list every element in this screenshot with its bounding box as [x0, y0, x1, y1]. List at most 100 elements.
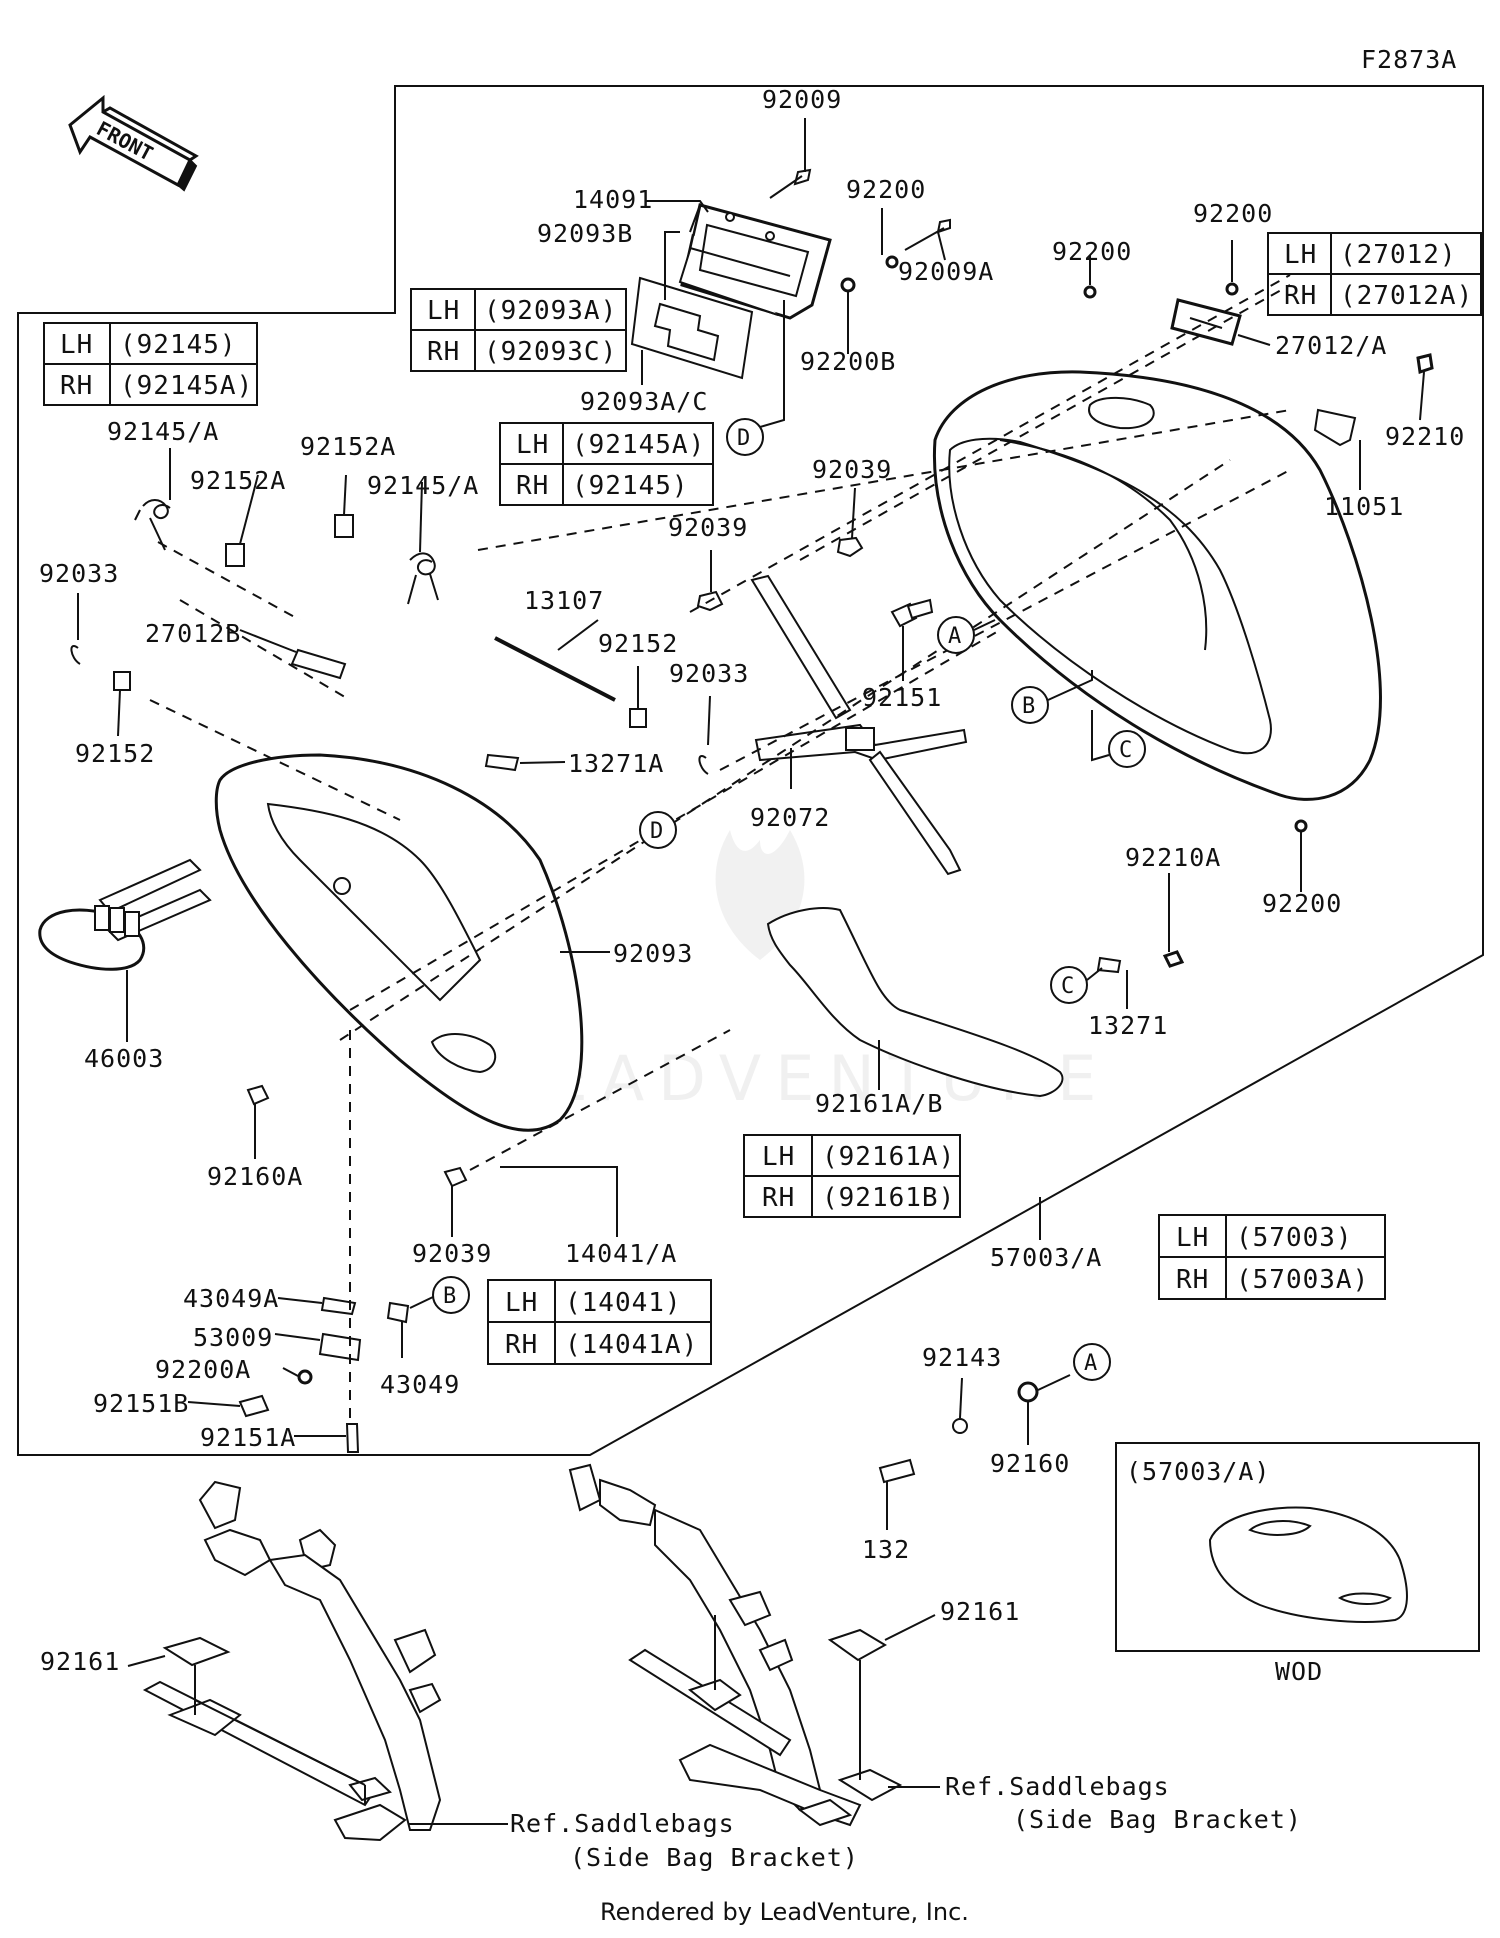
svg-text:(57003): (57003) — [1236, 1223, 1353, 1253]
washer-92143 — [952, 1418, 968, 1434]
nut-92210 — [1416, 353, 1434, 374]
label-57003A: 57003/A — [990, 1243, 1102, 1272]
ref-label-left-line1: Ref.Saddlebags — [510, 1809, 735, 1838]
clip-92033-right — [698, 755, 709, 775]
label-92151B: 92151B — [93, 1389, 189, 1418]
side-bag-bracket-right — [568, 1463, 903, 1827]
svg-text:A: A — [1084, 1351, 1097, 1376]
label-92009: 92009 — [762, 85, 842, 114]
label-92145A-2: 92145/A — [367, 471, 479, 500]
table-57003: LH (57003) RH (57003A) — [1158, 1214, 1386, 1300]
svg-text:B: B — [443, 1284, 456, 1309]
label-43049A: 43049A — [183, 1284, 279, 1313]
label-14091: 14091 — [573, 185, 653, 214]
label-92200-b: 92200 — [1052, 237, 1132, 266]
label-92210A: 92210A — [1125, 843, 1221, 872]
label-13271: 13271 — [1088, 1011, 1168, 1040]
label-92151: 92151 — [862, 683, 942, 712]
washer-92200-b — [1083, 285, 1097, 299]
svg-text:RH: RH — [427, 337, 460, 367]
table-92161: LH (92161A) RH (92161B) — [743, 1134, 961, 1218]
label-92160: 92160 — [990, 1449, 1070, 1478]
svg-text:(27012A): (27012A) — [1340, 281, 1473, 311]
svg-text:B: B — [1022, 694, 1035, 719]
saddlebag-lid-left — [214, 753, 584, 1132]
assembly-lines — [149, 274, 1291, 1420]
table-27012: LH (27012) RH (27012A) — [1267, 232, 1482, 316]
clip-92033-left — [70, 645, 81, 665]
label-92145A-1: 92145/A — [107, 417, 219, 446]
svg-text:(92093C): (92093C) — [484, 337, 617, 367]
table-92145: LH (92145) RH (92145A) — [43, 322, 258, 406]
label-92210: 92210 — [1385, 422, 1465, 451]
ref-label-right-line1: Ref.Saddlebags — [945, 1772, 1170, 1801]
label-13271A: 13271A — [568, 749, 664, 778]
label-92093AC: 92093A/C — [580, 387, 708, 416]
pin-92160A — [246, 1084, 270, 1106]
ref-label-left-line2: (Side Bag Bracket) — [570, 1843, 859, 1872]
label-92039-2: 92039 — [668, 513, 748, 542]
washer-92200-d — [1294, 819, 1308, 833]
callout-C-mid: C — [1050, 966, 1103, 1004]
latch-27012B — [290, 648, 347, 680]
clip-13271 — [1096, 956, 1122, 974]
svg-text:RH: RH — [60, 371, 93, 401]
label-43049: 43049 — [380, 1370, 460, 1399]
svg-text:(92161B): (92161B) — [822, 1183, 955, 1213]
washer-92200A — [297, 1369, 313, 1385]
svg-text:(92145A): (92145A) — [120, 371, 253, 401]
svg-text:D: D — [737, 426, 750, 451]
hinge-46003 — [38, 858, 212, 971]
label-92152A-1: 92152A — [190, 466, 286, 495]
leader-lines — [77, 118, 1425, 1530]
bracket-14091 — [678, 203, 832, 320]
table-92093: LH (92093A) RH (92093C) — [410, 288, 627, 372]
callout-B-lower: B — [432, 1276, 470, 1314]
collar-92152A-2 — [334, 514, 354, 538]
pad-92161A-B — [766, 907, 1064, 1098]
svg-text:LH: LH — [505, 1288, 538, 1318]
washer-92200B — [840, 277, 856, 293]
label-11051: 11051 — [1324, 492, 1404, 521]
screw-92009 — [769, 168, 812, 199]
spring-92145A-left — [134, 499, 171, 551]
rod-13107 — [494, 636, 616, 702]
label-27012A: 27012/A — [1275, 331, 1387, 360]
saddlebag-case-right — [932, 370, 1382, 801]
label-92072: 92072 — [750, 803, 830, 832]
bolt-92151B — [238, 1394, 270, 1418]
plate-11051 — [1313, 408, 1357, 447]
svg-text:(92145): (92145) — [572, 471, 689, 501]
callout-D-mid: D — [639, 811, 677, 849]
ref-label-right-line2: (Side Bag Bracket) — [1013, 1805, 1302, 1834]
label-92161-2: 92161 — [940, 1597, 1020, 1626]
bracket-53009 — [318, 1332, 362, 1362]
label-92160A: 92160A — [207, 1162, 303, 1191]
label-92161AB: 92161A/B — [815, 1089, 943, 1118]
bolt-92151 — [890, 598, 934, 628]
callout-A-upper: A — [937, 616, 996, 654]
callout-B-upper: B — [1011, 670, 1093, 724]
collar-92152-right — [629, 708, 647, 728]
bolt-92151A — [345, 1423, 360, 1453]
svg-text:(92161A): (92161A) — [822, 1142, 955, 1172]
svg-text:(57003/A): (57003/A) — [1126, 1457, 1270, 1486]
callout-D-upper: D — [726, 418, 764, 456]
label-92033-2: 92033 — [669, 659, 749, 688]
label-92200-d: 92200 — [1262, 889, 1342, 918]
bracket-leaders — [127, 1614, 940, 1825]
label-13107: 13107 — [524, 586, 604, 615]
svg-text:LH: LH — [1176, 1223, 1209, 1253]
front-arrow-icon: FRONT — [68, 94, 199, 192]
table-92145-b: LH (92145A) RH (92145) — [499, 422, 714, 506]
plate-43049A — [320, 1296, 357, 1316]
label-92200-a: 92200 — [846, 175, 926, 204]
diagram-code: F2873A — [1361, 45, 1457, 74]
svg-text:LH: LH — [427, 296, 460, 326]
svg-text:RH: RH — [762, 1183, 795, 1213]
pin-92039-upper — [836, 536, 864, 558]
label-92151A: 92151A — [200, 1423, 296, 1452]
plate-92093A-C — [630, 276, 754, 380]
label-92200A: 92200A — [155, 1355, 251, 1384]
nut-92210A — [1162, 950, 1185, 968]
